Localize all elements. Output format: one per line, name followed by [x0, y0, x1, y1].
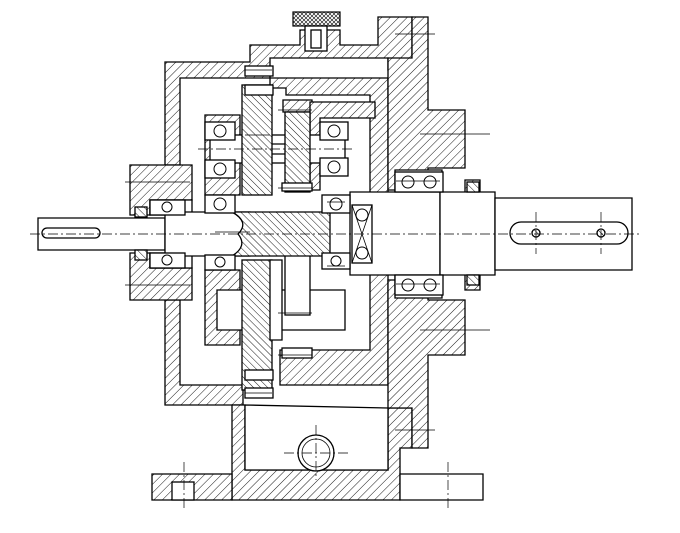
- gear-middle-lower: [284, 249, 311, 316]
- bolts: [244, 65, 313, 399]
- bolt-lower: [244, 369, 274, 381]
- foot-bolt-hole-left: [171, 481, 195, 501]
- input-shaft: [37, 211, 251, 257]
- leader-lines: [125, 33, 490, 431]
- seal-input-top: [134, 206, 148, 218]
- bolt-middle-2: [281, 347, 313, 359]
- base-foot-right: [399, 473, 484, 501]
- seal-output-bottom: [466, 274, 480, 286]
- bolt-upper: [244, 65, 274, 77]
- output-shaft-keyway: [509, 221, 629, 245]
- output-shaft: [349, 191, 633, 276]
- center-lines: [30, 148, 640, 510]
- gear-lower-left: [241, 259, 273, 391]
- gears: [229, 84, 331, 391]
- vent-plug: [292, 11, 341, 52]
- bolt-upper-2: [244, 84, 274, 96]
- bearing-intermediate-left: [204, 121, 236, 271]
- bolt-middle: [281, 182, 313, 192]
- input-shaft-keyway: [41, 227, 101, 239]
- gear-middle-upper: [284, 111, 311, 193]
- seal-output-top: [466, 181, 480, 193]
- gear-upper-left: [241, 84, 273, 196]
- bearing-output-outer: [394, 171, 444, 296]
- bearing-intermediate-right: [319, 121, 351, 270]
- bearing-input: [149, 199, 186, 269]
- seals: [134, 181, 480, 286]
- seal-input-bottom: [134, 249, 148, 261]
